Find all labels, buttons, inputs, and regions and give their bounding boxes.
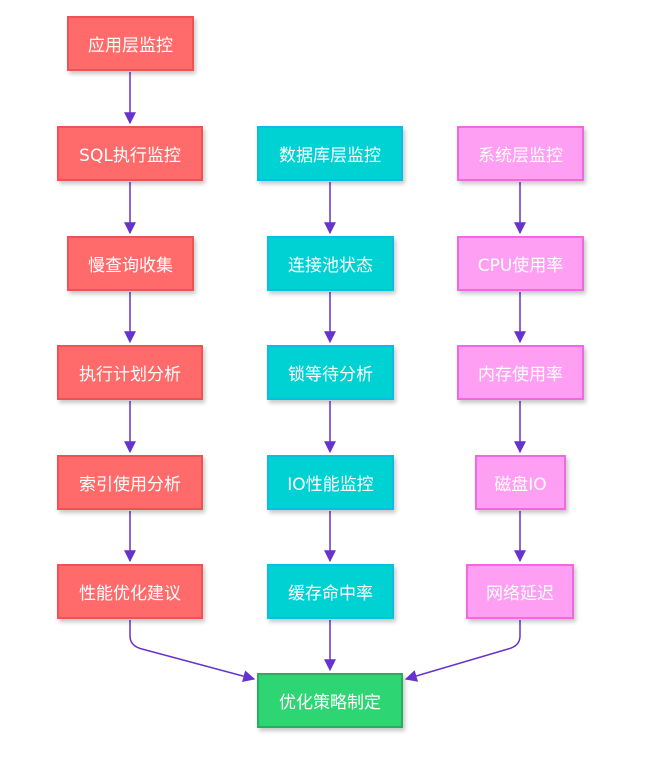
edge-net-to-final <box>404 620 521 682</box>
node-label: 连接池状态 <box>288 256 373 276</box>
node-label: 执行计划分析 <box>79 365 181 385</box>
node-label: 优化策略制定 <box>279 693 381 713</box>
node-index-usage-analysis[interactable]: 索引使用分析 <box>57 455 203 510</box>
node-disk-io[interactable]: 磁盘IO <box>475 455 566 510</box>
node-label: 缓存命中率 <box>288 584 373 604</box>
node-cpu-usage[interactable]: CPU使用率 <box>457 236 584 291</box>
node-conn-pool-status[interactable]: 连接池状态 <box>267 236 394 291</box>
node-db-layer-monitor[interactable]: 数据库层监控 <box>257 126 403 181</box>
node-label: IO性能监控 <box>287 475 374 495</box>
node-perf-advice[interactable]: 性能优化建议 <box>57 564 203 619</box>
node-app-layer-monitor[interactable]: 应用层监控 <box>67 16 194 71</box>
node-slow-query-collect[interactable]: 慢查询收集 <box>67 236 194 291</box>
node-label: 系统层监控 <box>478 146 563 166</box>
node-mem-usage[interactable]: 内存使用率 <box>457 345 584 400</box>
node-optimization-strategy[interactable]: 优化策略制定 <box>257 673 403 728</box>
node-label: 内存使用率 <box>478 365 563 385</box>
node-label: 应用层监控 <box>88 36 173 56</box>
node-cache-hit-rate[interactable]: 缓存命中率 <box>267 564 394 619</box>
node-label: 网络延迟 <box>486 584 554 604</box>
node-io-perf-monitor[interactable]: IO性能监控 <box>267 455 394 510</box>
node-sys-layer-monitor[interactable]: 系统层监控 <box>457 126 584 181</box>
node-label: SQL执行监控 <box>79 146 181 166</box>
node-label: CPU使用率 <box>477 256 564 276</box>
node-label: 慢查询收集 <box>88 256 173 276</box>
node-lock-wait-analysis[interactable]: 锁等待分析 <box>267 345 394 400</box>
node-label: 索引使用分析 <box>79 475 181 495</box>
edge-advice-to-final <box>129 620 256 683</box>
node-label: 磁盘IO <box>494 475 547 495</box>
node-label: 锁等待分析 <box>288 365 373 385</box>
node-net-latency[interactable]: 网络延迟 <box>466 564 574 619</box>
node-exec-plan-analysis[interactable]: 执行计划分析 <box>57 345 203 400</box>
node-label: 性能优化建议 <box>79 584 181 604</box>
node-sql-exec-monitor[interactable]: SQL执行监控 <box>57 126 203 181</box>
node-label: 数据库层监控 <box>279 146 381 166</box>
